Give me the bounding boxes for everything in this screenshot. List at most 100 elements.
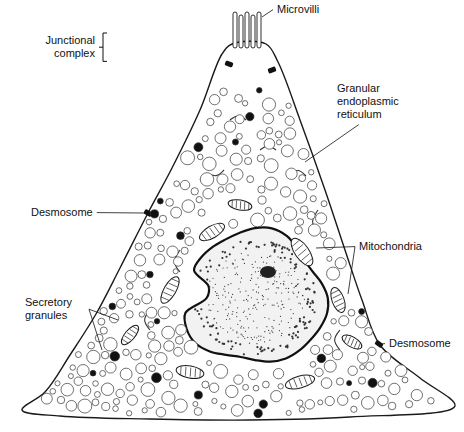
chromatin-dot <box>244 338 245 339</box>
chromatin-dot <box>260 350 262 352</box>
chromatin-dot <box>222 343 224 345</box>
chromatin-dot <box>224 291 225 292</box>
chromatin-dot <box>288 334 290 336</box>
mitochondria <box>118 198 364 392</box>
chromatin-dot <box>307 298 309 300</box>
chromatin-dot <box>303 316 305 318</box>
granule <box>105 362 116 373</box>
chromatin-dot <box>298 292 299 293</box>
chromatin-dot <box>212 324 214 326</box>
granule <box>102 402 110 410</box>
granule <box>284 128 296 140</box>
granule <box>182 200 195 213</box>
chromatin-dot <box>256 245 258 247</box>
chromatin-dot <box>251 337 252 338</box>
chromatin-dot <box>230 283 231 284</box>
chromatin-dot <box>206 278 208 280</box>
granule <box>361 397 374 410</box>
granule <box>405 401 412 408</box>
chromatin-dot <box>279 273 280 274</box>
chromatin-dot <box>283 281 284 282</box>
chromatin-dot <box>224 277 225 278</box>
granule <box>94 392 100 398</box>
granule <box>146 307 157 318</box>
granule <box>88 342 95 349</box>
chromatin-dot <box>243 336 244 337</box>
crista <box>169 282 177 287</box>
granule <box>175 336 183 344</box>
chromatin-dot <box>212 278 213 279</box>
chromatin-dot <box>232 262 233 263</box>
granule <box>271 390 282 401</box>
chromatin-dot <box>198 313 200 315</box>
chromatin-dot <box>200 318 202 320</box>
chromatin-dot <box>297 331 299 333</box>
chromatin-dot <box>218 341 220 343</box>
chromatin-dot <box>283 307 284 308</box>
granule <box>50 388 56 394</box>
chromatin-dot <box>285 288 286 289</box>
granule <box>127 294 133 300</box>
leader-line <box>262 10 273 17</box>
granule <box>321 232 327 238</box>
granule <box>307 211 315 219</box>
crista <box>189 368 192 377</box>
chromatin-dot <box>292 332 294 334</box>
chromatin-dot <box>282 304 283 305</box>
chromatin-dot <box>270 255 271 256</box>
crista <box>127 332 133 338</box>
granule <box>262 381 269 388</box>
chromatin-dot <box>238 288 239 289</box>
granule <box>170 380 178 388</box>
chromatin-dot <box>297 284 298 285</box>
nucleolus <box>260 266 276 278</box>
granule <box>368 347 376 355</box>
chromatin-dot <box>257 267 258 268</box>
granule <box>381 352 391 362</box>
chromatin-dot <box>273 283 274 284</box>
chromatin-dot <box>215 291 216 292</box>
crista <box>163 291 171 296</box>
chromatin-dot <box>267 282 268 283</box>
granule <box>325 396 334 405</box>
granule <box>41 393 52 404</box>
granule <box>101 351 109 359</box>
granule <box>232 139 238 145</box>
chromatin-dot <box>231 297 232 298</box>
granule <box>162 326 175 339</box>
chromatin-dot <box>227 267 228 268</box>
crista <box>298 249 307 256</box>
chromatin-dot <box>243 312 244 313</box>
granule <box>351 406 357 412</box>
chromatin-dot <box>237 324 238 325</box>
chromatin-dot <box>291 283 292 284</box>
chromatin-dot <box>262 295 263 296</box>
chromatin-dot <box>296 285 297 286</box>
chromatin-dot <box>213 304 214 305</box>
chromatin-dot <box>222 267 223 268</box>
cell-membrane <box>22 41 455 420</box>
granule <box>191 188 198 195</box>
granule <box>259 400 267 408</box>
granule <box>242 395 254 407</box>
chromatin-dot <box>249 343 250 344</box>
chromatin-dot <box>225 309 226 310</box>
granule <box>266 127 273 134</box>
chromatin-dot <box>257 353 259 355</box>
chromatin-dot <box>269 340 270 341</box>
nucleus <box>184 227 328 361</box>
chromatin-dot <box>288 322 289 323</box>
granule <box>90 370 96 376</box>
chromatin-dot <box>306 272 308 274</box>
granule <box>100 370 106 376</box>
microvillus <box>233 12 237 48</box>
granule <box>242 101 247 106</box>
chromatin-dot <box>207 270 209 272</box>
granule <box>149 365 156 372</box>
chromatin-dot <box>269 256 270 257</box>
crista <box>124 335 130 341</box>
chromatin-dot <box>232 294 233 295</box>
granule <box>298 149 309 160</box>
chromatin-dot <box>210 266 212 268</box>
chromatin-dot <box>253 321 254 322</box>
